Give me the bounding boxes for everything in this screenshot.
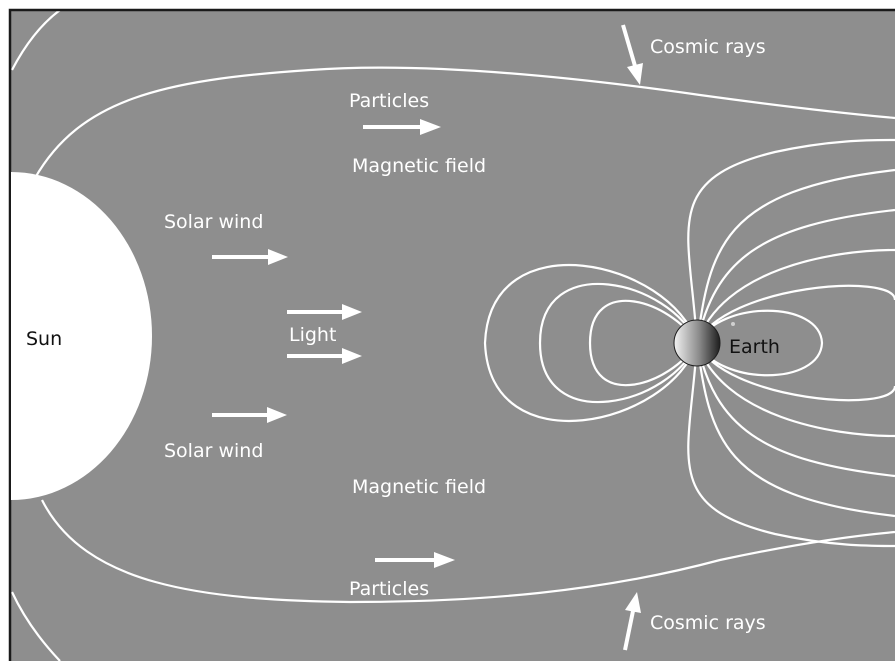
- magnetic-boundary-top: [34, 66, 895, 179]
- outer-arc-left-top: [11, 11, 61, 71]
- magnetic-field-label-top: Magnetic field: [352, 155, 486, 177]
- solar-wind-label-bottom: Solar wind: [164, 440, 263, 462]
- earth-magnetosphere: [483, 138, 895, 548]
- light-arrow-top: [287, 304, 362, 320]
- solar-wind-arrow-bottom: [212, 407, 287, 423]
- particles-arrow-bottom: [375, 552, 455, 568]
- earth-globe: [673, 319, 721, 367]
- solar-wind-arrow-top: [212, 249, 288, 265]
- cosmic-rays-arrow-top: [621, 24, 643, 85]
- earth-label: Earth: [729, 336, 780, 358]
- particles-label-bottom: Particles: [349, 578, 429, 600]
- solar-wind-label-top: Solar wind: [164, 211, 263, 233]
- panel-background: [10, 10, 895, 661]
- particles-arrow-top: [363, 119, 441, 135]
- particles-label-top: Particles: [349, 90, 429, 112]
- sun-label: Sun: [26, 328, 62, 350]
- magnetic-boundary-bottom: [41, 499, 895, 604]
- cosmic-rays-label-top: Cosmic rays: [650, 36, 766, 58]
- cosmic-rays-label-bottom: Cosmic rays: [650, 612, 766, 634]
- magnetic-field-label-bottom: Magnetic field: [352, 476, 486, 498]
- moon-dot: [731, 322, 735, 326]
- outer-arc-left-bottom: [11, 591, 61, 661]
- sun-disc: [11, 172, 152, 500]
- light-label: Light: [289, 324, 336, 346]
- cosmic-rays-arrow-bottom: [623, 592, 641, 651]
- light-arrow-bottom: [287, 348, 362, 364]
- panel-frame: [8, 8, 895, 661]
